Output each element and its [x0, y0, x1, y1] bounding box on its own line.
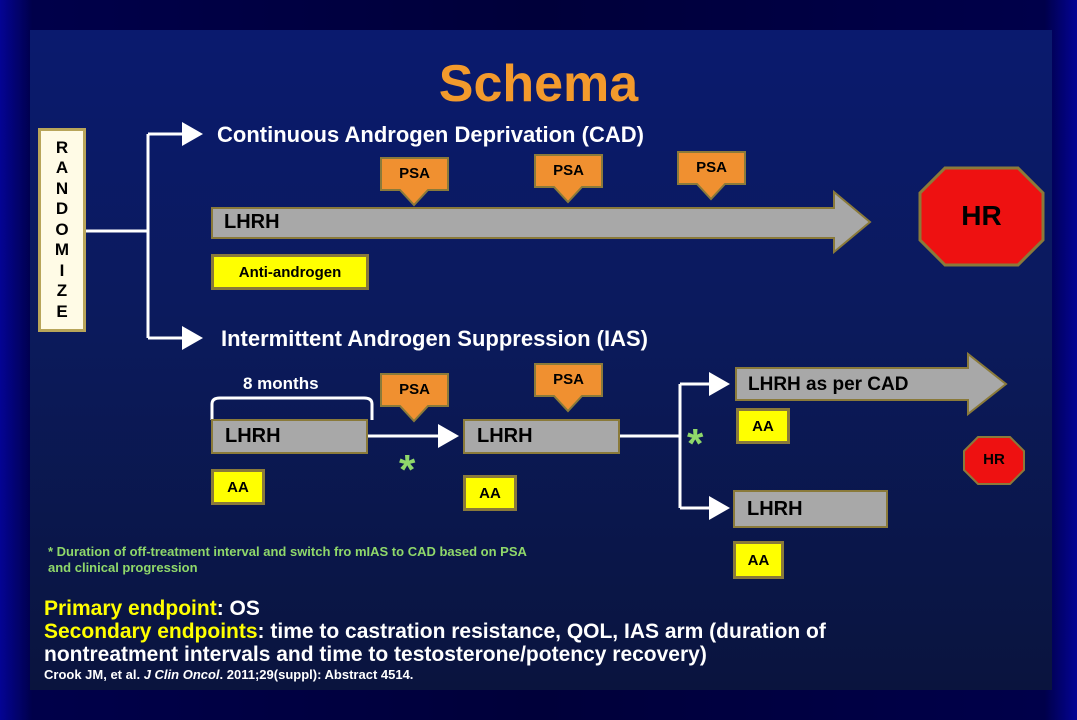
randomize-letter: M — [54, 240, 70, 260]
cad-psa-box-2 — [534, 154, 603, 204]
randomize-letter: E — [56, 301, 68, 321]
secondary-endpoints-line-2: nontreatment intervals and time to testo… — [44, 643, 707, 666]
secondary-endpoints-value: : time to castration resistance, QOL, IA… — [257, 620, 826, 643]
citation-author: Crook JM, et al. — [44, 667, 141, 682]
ias-psa-label-2: PSA — [553, 371, 584, 388]
randomize-connector — [86, 122, 203, 350]
randomize-letter: D — [55, 199, 69, 219]
cad-psa-label-1: PSA — [399, 165, 430, 182]
ias-branch-bottom-aa: AA — [733, 541, 784, 579]
randomize-letter: A — [55, 158, 69, 178]
primary-endpoint: Primary endpoint: OS — [44, 597, 260, 621]
citation: Crook JM, et al. J Clin Oncol. 2011;29(s… — [44, 667, 413, 682]
ias-psa-label-1: PSA — [399, 381, 430, 398]
cad-psa-box-1 — [380, 157, 449, 207]
cad-psa-label-3: PSA — [696, 159, 727, 176]
anti-androgen-box: Anti-androgen — [211, 254, 369, 290]
ias-psa-box-1 — [380, 373, 449, 423]
secondary-endpoints-label: Secondary endpoints — [44, 620, 258, 643]
primary-endpoint-value: : OS — [216, 597, 260, 620]
footnote-line-1: * Duration of off-treatment interval and… — [48, 544, 527, 559]
ias-branch-top-arrow — [735, 351, 1008, 417]
randomize-letter: O — [55, 219, 69, 239]
cad-psa-box-3 — [677, 151, 746, 201]
footnote-line-2: and clinical progression — [48, 560, 198, 575]
cad-lhrh-label: LHRH — [224, 211, 280, 233]
ias-branch-bottom-bar: LHRH — [733, 490, 888, 528]
footnote: * Duration of off-treatment interval and… — [48, 544, 708, 576]
ias-branch-top-label: LHRH as per CAD — [748, 374, 909, 395]
randomize-letter: I — [59, 260, 65, 280]
eight-months-label: 8 months — [243, 374, 319, 393]
randomize-letter: N — [55, 178, 69, 198]
ias-asterisk-1: * — [399, 446, 416, 493]
ias-aa-box-1: AA — [211, 469, 265, 505]
ias-asterisk-2: * — [687, 420, 704, 467]
primary-endpoint-label: Primary endpoint — [44, 597, 217, 620]
ias-lhrh-bar-2: LHRH — [463, 419, 620, 454]
cad-hr-octagon — [918, 166, 1045, 267]
cad-label: Continuous Androgen Deprivation (CAD) — [217, 122, 644, 147]
ias-hr-label: HR — [983, 451, 1005, 468]
citation-rest: . 2011;29(suppl): Abstract 4514. — [219, 667, 414, 682]
ias-branch-connector — [620, 372, 730, 520]
ias-branch-top-aa: AA — [736, 408, 790, 444]
ias-hr-octagon — [963, 436, 1025, 485]
randomize-letter: Z — [56, 281, 68, 301]
ias-psa-box-2 — [534, 363, 603, 413]
citation-journal: J Clin Oncol — [143, 667, 220, 682]
ias-lhrh-bar-1: LHRH — [211, 419, 368, 454]
ias-aa-box-2: AA — [463, 475, 517, 511]
ias-label: Intermittent Androgen Suppression (IAS) — [221, 326, 648, 351]
randomize-letter: R — [55, 137, 69, 157]
cad-psa-label-2: PSA — [553, 162, 584, 179]
secondary-endpoints: Secondary endpoints: time to castration … — [44, 620, 826, 644]
eight-months-bracket — [210, 396, 374, 420]
page-title: Schema — [438, 55, 639, 113]
cad-lhrh-arrow — [211, 189, 872, 255]
cad-hr-label: HR — [961, 200, 1002, 231]
